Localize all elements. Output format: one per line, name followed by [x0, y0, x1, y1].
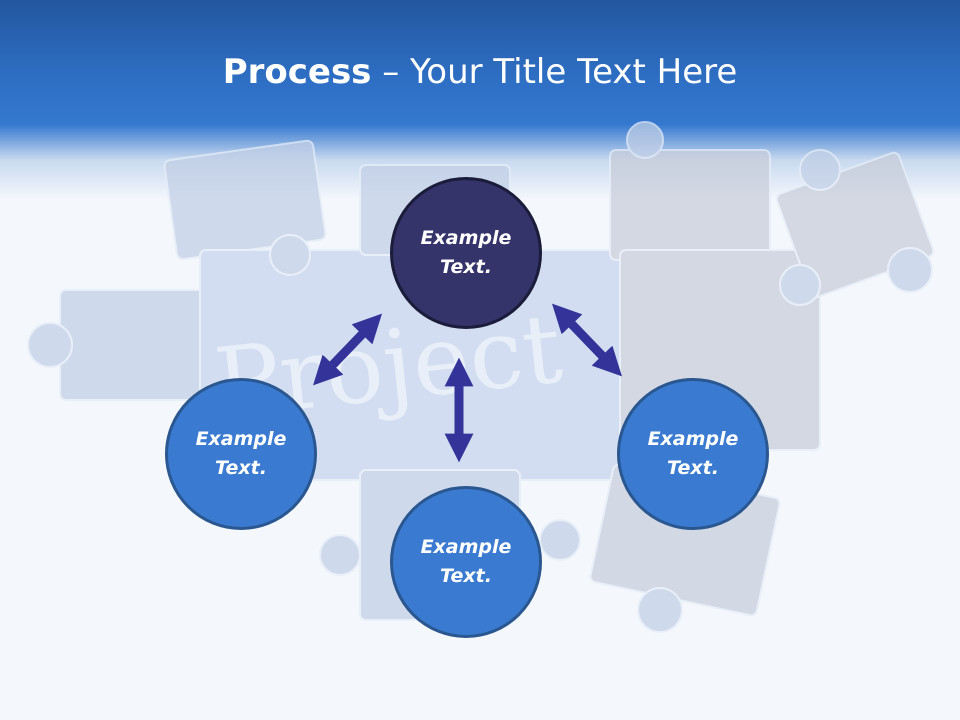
arrow-top-left: [313, 313, 382, 386]
node-label: Text.: [440, 256, 492, 278]
node-label: Text.: [667, 457, 719, 479]
node-label: Example: [195, 428, 287, 450]
node-label: Text.: [440, 565, 492, 587]
node-label: Text.: [215, 457, 267, 479]
node-label: Example: [420, 536, 512, 558]
puzzle-piece: [609, 149, 771, 261]
slide-title: Process – Your Title Text Here: [222, 52, 738, 92]
node-label: Example: [420, 227, 512, 249]
arrow-top-right: [552, 303, 622, 377]
node-label: Example: [647, 428, 739, 450]
